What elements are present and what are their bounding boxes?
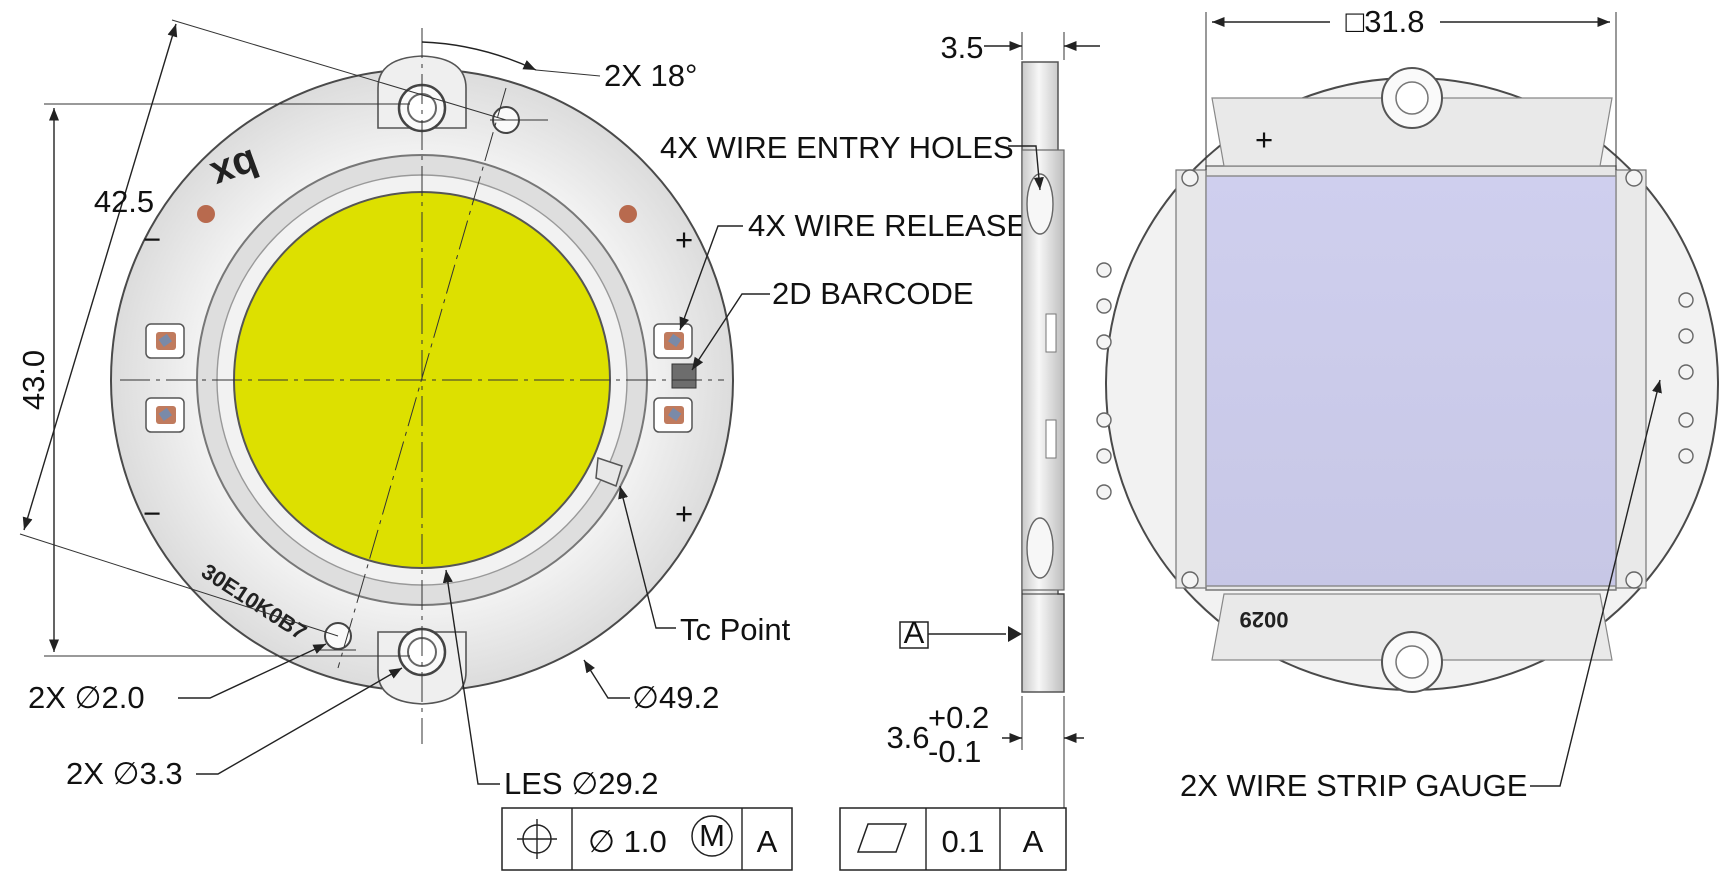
thermal-pad: [1205, 175, 1617, 587]
fcf-flatness-datum: A: [1023, 824, 1044, 859]
dim-31-8: □31.8: [1345, 4, 1424, 39]
fcf-position: ∅ 1.0 M A: [501, 807, 793, 871]
fcf-position-modifier: M: [699, 818, 725, 853]
fcf-flatness: 0.1 A: [839, 807, 1067, 871]
copper-dot-right: [619, 205, 637, 223]
dim-42-5: 42.5: [94, 184, 154, 219]
position-symbol-icon: [517, 819, 557, 859]
dim-2x-18: 2X 18°: [604, 58, 697, 93]
wire-terminal-left-top: [145, 323, 185, 359]
label-2d-barcode: 2D BARCODE: [772, 276, 974, 311]
polarity-minus-top: −: [143, 222, 161, 257]
copper-dot-left: [197, 205, 215, 223]
back-plus-mark: +: [1255, 122, 1273, 157]
front-view: − + − + bx 30E10K0B7 43.0 42.5 2X 18° 4X…: [16, 19, 1027, 801]
wire-terminal-left-bottom: [145, 397, 185, 433]
flatness-symbol-icon: [856, 823, 908, 853]
label-tc-point: Tc Point: [680, 612, 791, 647]
label-wire-strip-gauge: 2X WIRE STRIP GAUGE: [1180, 768, 1527, 803]
polarity-minus-bottom: −: [143, 496, 161, 531]
label-wire-entry-holes: 4X WIRE ENTRY HOLES: [660, 130, 1014, 165]
wire-terminal-right-bottom: [653, 397, 693, 433]
dim-2x-d3-3: 2X ∅3.3: [66, 756, 183, 791]
dim-43-0: 43.0: [16, 350, 51, 410]
side-datum-label: A: [904, 615, 925, 650]
mmc-modifier-circle: [691, 815, 733, 857]
2d-barcode: [671, 363, 697, 389]
dim-3-6-tol-minus: -0.1: [928, 734, 981, 769]
label-wire-release: 4X WIRE RELEASE: [748, 208, 1027, 243]
polarity-plus-bottom: +: [675, 496, 693, 531]
fcf-flatness-value: 0.1: [941, 824, 984, 859]
back-view: + 0029 □31.8 2X WIRE STRIP GAUGE: [1096, 2, 1719, 803]
fcf-position-value: ∅ 1.0: [588, 824, 667, 859]
side-view: 3.5 4X WIRE ENTRY HOLES A 3.6 +0.2 -0.1: [660, 30, 1100, 870]
dim-2x-d2-0: 2X ∅2.0: [28, 680, 145, 715]
fcf-position-datum: A: [757, 824, 778, 859]
wire-terminal-right-top: [653, 323, 693, 359]
polarity-plus-top: +: [675, 222, 693, 257]
back-code: 0029: [1240, 607, 1289, 632]
dim-d49-2: ∅49.2: [632, 680, 719, 715]
dim-3-6-tol-plus: +0.2: [928, 700, 989, 735]
tc-point-notch: [595, 456, 623, 488]
dim-3-6: 3.6: [886, 720, 929, 755]
dim-3-5: 3.5: [940, 30, 983, 65]
dim-les: LES ∅29.2: [504, 766, 659, 801]
